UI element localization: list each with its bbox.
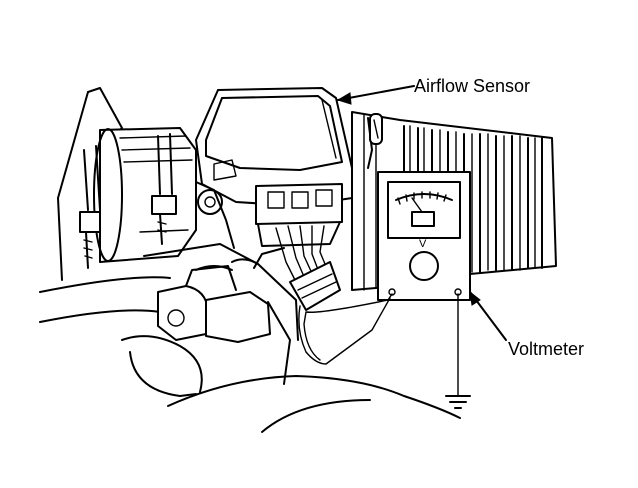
- meter-unit-label: V: [419, 238, 427, 250]
- voltmeter: [377, 171, 471, 301]
- intake-duct: [57, 87, 197, 281]
- hose-clamp-right: [151, 133, 177, 245]
- voltmeter-label: Voltmeter: [508, 339, 585, 359]
- ground-symbol: [445, 395, 471, 409]
- airflow-sensor: [195, 87, 353, 249]
- leader-voltmeter: [469, 290, 507, 341]
- hose-clamp-left: [79, 145, 101, 269]
- airflow-sensor-label: Airflow Sensor: [414, 76, 531, 96]
- lower-hoses: [39, 243, 461, 433]
- test-leads: [298, 293, 459, 397]
- wiring-harness: [275, 225, 341, 311]
- leader-airflow: [336, 85, 415, 105]
